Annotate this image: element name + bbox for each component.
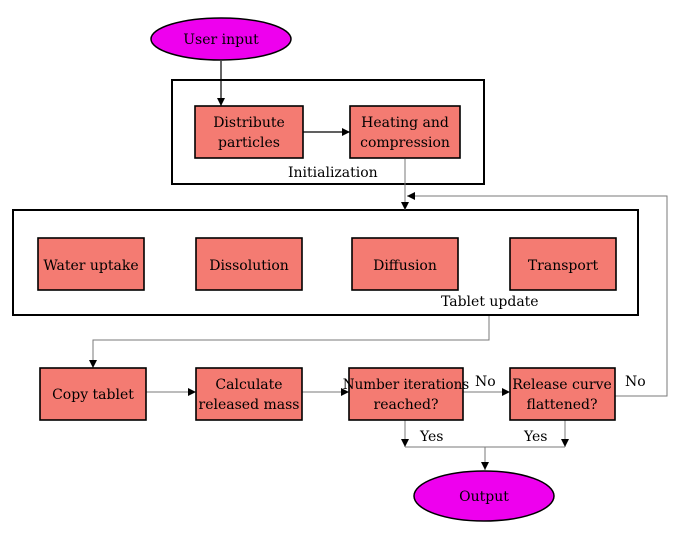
edge-label-no-release: No bbox=[625, 374, 646, 390]
distribute-particles-node: Distribute particles bbox=[194, 105, 304, 159]
release-curve-node: Release curve flattened? bbox=[509, 367, 616, 421]
release-curve-box bbox=[509, 367, 616, 421]
user-input-node: User input bbox=[150, 17, 292, 61]
calculate-released-mass-box bbox=[195, 367, 303, 421]
number-iterations-label-line1: Number iterations bbox=[343, 377, 469, 393]
initialization-group bbox=[171, 79, 485, 185]
number-iterations-label-line2: reached? bbox=[374, 397, 439, 413]
diffusion-node: Diffusion bbox=[351, 237, 459, 291]
number-iterations-box bbox=[348, 367, 464, 421]
distribute-particles-box bbox=[194, 105, 304, 159]
initialization-label: Initialization bbox=[288, 165, 378, 181]
tablet-update-label: Tablet update bbox=[441, 294, 539, 310]
heating-compression-box bbox=[349, 105, 461, 159]
dissolution-node: Dissolution bbox=[195, 237, 303, 291]
distribute-particles-label-line1: Distribute bbox=[213, 115, 285, 131]
edge-label-no-iterations: No bbox=[475, 374, 496, 390]
release-curve-label-line2: flattened? bbox=[527, 397, 598, 413]
edge-label-yes-release: Yes bbox=[523, 429, 548, 445]
calculate-released-mass-label-line1: Calculate bbox=[215, 377, 282, 393]
heating-compression-label-line1: Heating and bbox=[361, 115, 449, 131]
transport-label: Transport bbox=[528, 258, 599, 274]
output-node: Output bbox=[413, 470, 555, 522]
diffusion-box bbox=[351, 237, 459, 291]
user-input-label: User input bbox=[183, 32, 259, 48]
water-uptake-label: Water uptake bbox=[43, 258, 138, 274]
diffusion-label: Diffusion bbox=[373, 258, 437, 274]
heating-compression-label-line2: compression bbox=[360, 135, 450, 151]
heating-compression-node: Heating and compression bbox=[349, 105, 461, 159]
edge-release-no-loop bbox=[407, 192, 668, 397]
water-uptake-node: Water uptake bbox=[37, 237, 145, 291]
user-input-ellipse bbox=[150, 17, 292, 61]
edges bbox=[89, 61, 668, 470]
copy-tablet-node: Copy tablet bbox=[39, 367, 147, 421]
dissolution-box bbox=[195, 237, 303, 291]
output-ellipse bbox=[413, 470, 555, 522]
edge-tablet-update-to-copy bbox=[89, 316, 490, 368]
calculate-released-mass-node: Calculate released mass bbox=[195, 367, 303, 421]
output-label: Output bbox=[459, 489, 509, 505]
water-uptake-box bbox=[37, 237, 145, 291]
copy-tablet-box bbox=[39, 367, 147, 421]
tablet-update-group bbox=[12, 209, 639, 316]
dissolution-label: Dissolution bbox=[209, 258, 289, 274]
distribute-particles-label-line2: particles bbox=[218, 135, 280, 151]
transport-node: Transport bbox=[509, 237, 617, 291]
number-iterations-node: Number iterations reached? bbox=[343, 367, 469, 421]
transport-box bbox=[509, 237, 617, 291]
calculate-released-mass-label-line2: released mass bbox=[199, 397, 300, 413]
release-curve-label-line1: Release curve bbox=[512, 377, 612, 393]
edge-label-yes-iterations: Yes bbox=[419, 429, 444, 445]
copy-tablet-label: Copy tablet bbox=[52, 387, 134, 403]
